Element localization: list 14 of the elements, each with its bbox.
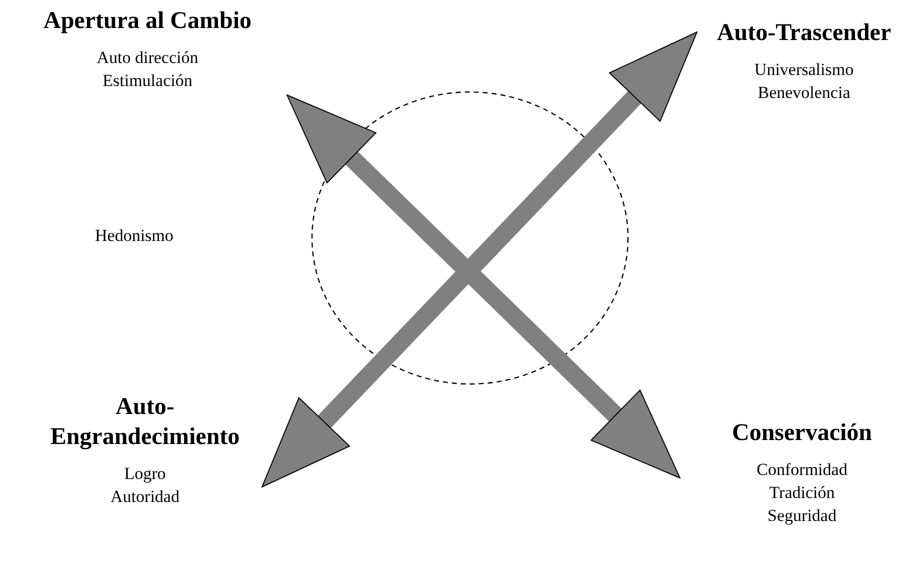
pole-heading: Conservación: [731, 419, 873, 448]
value-label: Tradición: [768, 482, 836, 504]
pole-heading: Auto-Engrandecimiento: [49, 393, 241, 452]
value-label: Universalismo: [753, 59, 855, 81]
pole-heading: Auto-Trascender: [716, 19, 892, 48]
pole-heading: Apertura al Cambio: [42, 7, 252, 36]
value-label: Estimulación: [102, 70, 194, 92]
value-label: Benevolencia: [756, 82, 852, 104]
value-label: Hedonismo: [95, 226, 174, 246]
value-label: Logro: [123, 463, 167, 485]
value-label: Autoridad: [110, 486, 180, 508]
value-label: Seguridad: [766, 505, 838, 527]
value-label: Auto dirección: [96, 47, 200, 69]
value-label: Conformidad: [756, 459, 848, 481]
